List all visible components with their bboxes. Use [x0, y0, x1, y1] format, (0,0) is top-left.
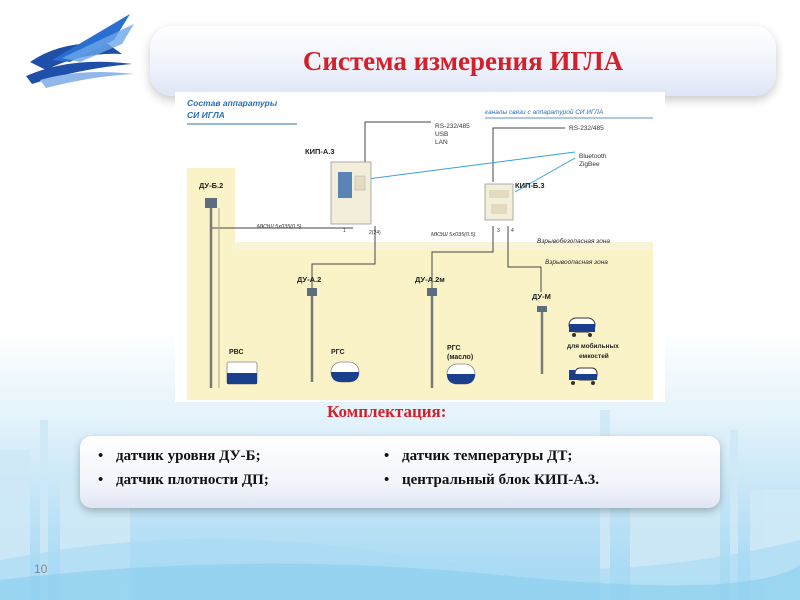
list-item: датчик уровня ДУ-Б;	[94, 444, 269, 468]
pin-d: 4	[511, 228, 514, 234]
pin-b: 2(24)	[369, 230, 381, 236]
du-b2-sensor	[205, 198, 220, 388]
mobile-tank-icon	[568, 317, 596, 337]
components-panel: датчик уровня ДУ-Б; датчик плотности ДП;…	[80, 436, 720, 508]
components-list-left: датчик уровня ДУ-Б; датчик плотности ДП;	[94, 444, 269, 492]
du-m-sensor	[537, 306, 547, 374]
rvs-tank-icon	[226, 361, 258, 385]
mobile-label-line2: емкостей	[579, 352, 609, 360]
rgs-label: РГС	[331, 349, 345, 356]
components-list-right: датчик температуры ДТ; центральный блок …	[380, 444, 599, 492]
cable-right-label: МКЭШ 5х035(0.5)	[431, 232, 476, 238]
title-banner: Система измерения ИГЛА	[150, 26, 776, 96]
page-number: 10	[34, 562, 48, 576]
wireless-zigbee: ZigBee	[579, 161, 600, 168]
rgs-oil-tank-icon	[446, 363, 476, 385]
mobile-truck-icon	[569, 367, 598, 385]
hazard-zone-label: Взрывоопасная зона	[545, 259, 608, 266]
page-title: Система измерения ИГЛА	[302, 46, 624, 76]
komplektatsiya-label: Комплектация:	[327, 402, 447, 421]
system-diagram: Состав аппаратуры СИ ИГЛА каналы связи с…	[175, 92, 665, 402]
list-item: датчик плотности ДП;	[94, 468, 269, 492]
list-item: центральный блок КИП-А.3.	[380, 468, 599, 492]
rgs-oil-label-line1: РГС	[447, 345, 461, 352]
cable-left-label: МКЭШ 5х035(0.5)	[257, 224, 302, 230]
channels-title: каналы связи с аппаратурой СИ ИГЛА	[485, 108, 603, 116]
rvs-label: РВС	[229, 349, 244, 356]
du-m-label: ДУ-М	[532, 292, 551, 301]
wireless-bluetooth: Bluetooth	[579, 153, 607, 160]
du-a2-sensor	[307, 288, 317, 382]
composition-title-line1: Состав аппаратуры	[187, 98, 278, 108]
du-a2-label: ДУ-А.2	[297, 275, 321, 284]
safe-zone-label: Взрывобезопасная зона	[537, 237, 610, 245]
pin-c: 3	[497, 228, 500, 234]
composition-title-line2: СИ ИГЛА	[187, 110, 225, 120]
du-b2-label: ДУ-Б.2	[199, 181, 223, 190]
du-a2m-sensor	[427, 288, 437, 388]
company-logo	[26, 14, 134, 88]
background-industrial-silhouette	[0, 410, 800, 600]
kip-a3-label: КИП-А.3	[305, 147, 335, 156]
kip-b3-label: КИП-Б.3	[515, 181, 545, 190]
kip-b3-link-rs: RS-232/485	[569, 125, 604, 132]
mobile-label-line1: для мобильных	[567, 342, 619, 350]
du-a2m-label: ДУ-А.2м	[415, 275, 445, 284]
kip-a3-link-lan: LAN	[435, 139, 448, 146]
kip-a3-link-rs: RS-232/485	[435, 123, 470, 130]
kip-a3-unit	[330, 161, 372, 225]
pin-a: 1	[343, 228, 346, 234]
list-item: датчик температуры ДТ;	[380, 444, 599, 468]
rgs-oil-label-line2: (масло)	[447, 354, 473, 361]
rgs-tank-icon	[330, 361, 360, 383]
kip-a3-link-usb: USB	[435, 131, 448, 138]
kip-b3-unit	[484, 183, 514, 221]
